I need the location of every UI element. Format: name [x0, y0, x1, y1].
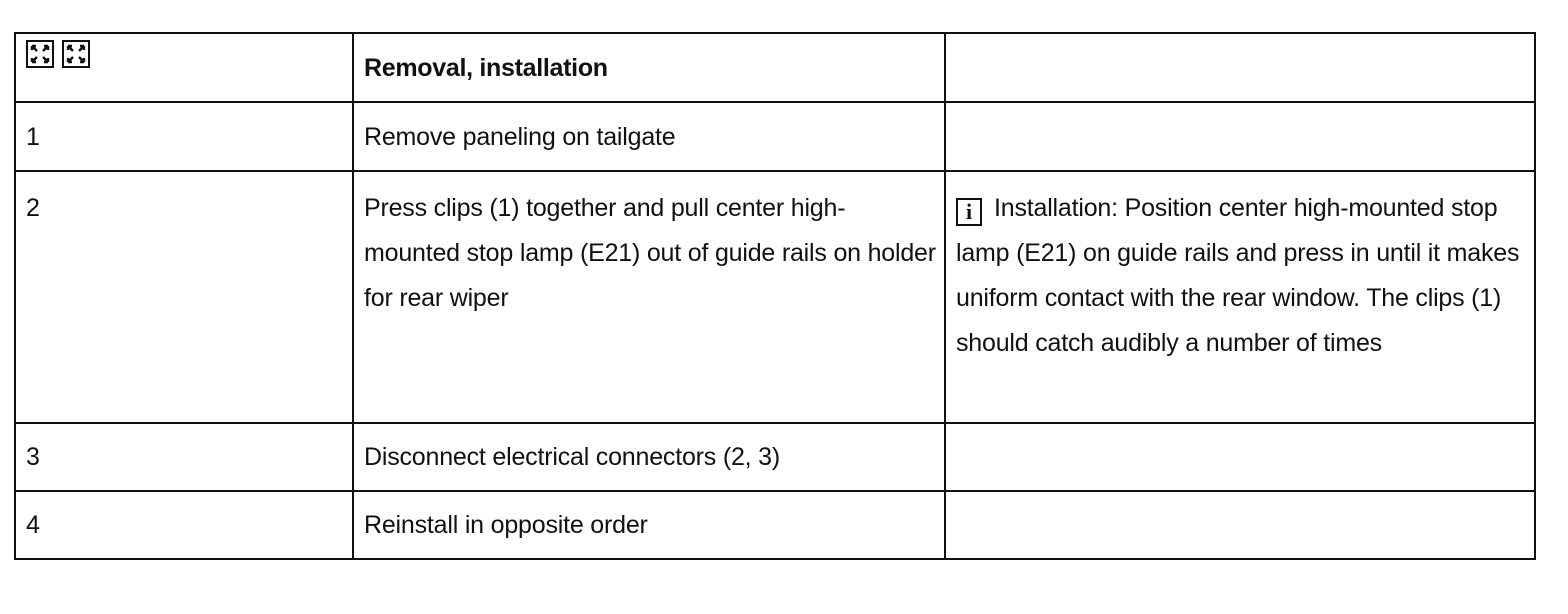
header-title-cell: Removal, installation — [352, 32, 946, 103]
table-row: 4 Reinstall in opposite order — [14, 490, 1536, 560]
header-icon-cell — [14, 32, 354, 103]
special-tool-icon — [62, 40, 90, 68]
step-number: 4 — [14, 490, 354, 560]
step-note — [944, 422, 1536, 492]
special-tool-icon — [26, 40, 54, 68]
table-row: 3 Disconnect electrical connectors (2, 3… — [14, 422, 1536, 492]
step-instruction: Remove paneling on tailgate — [352, 101, 946, 172]
step-instruction: Press clips (1) together and pull center… — [352, 170, 946, 424]
section-title: Removal, installation — [364, 54, 608, 82]
procedure-table: Removal, installation 1 Remove paneling … — [14, 32, 1536, 560]
step-note — [944, 490, 1536, 560]
info-icon: i — [956, 198, 982, 226]
table-header-row: Removal, installation — [14, 32, 1536, 103]
step-number: 3 — [14, 422, 354, 492]
header-note-cell — [944, 32, 1536, 103]
tool-icons — [26, 40, 344, 68]
step-number: 1 — [14, 101, 354, 172]
table-row: 2 Press clips (1) together and pull cent… — [14, 170, 1536, 424]
step-number: 2 — [14, 170, 354, 424]
step-instruction: Reinstall in opposite order — [352, 490, 946, 560]
step-note — [944, 101, 1536, 172]
table-row: 1 Remove paneling on tailgate — [14, 101, 1536, 172]
step-instruction: Disconnect electrical connectors (2, 3) — [352, 422, 946, 492]
installation-note-text: Installation: Position center high-mount… — [956, 194, 1520, 357]
